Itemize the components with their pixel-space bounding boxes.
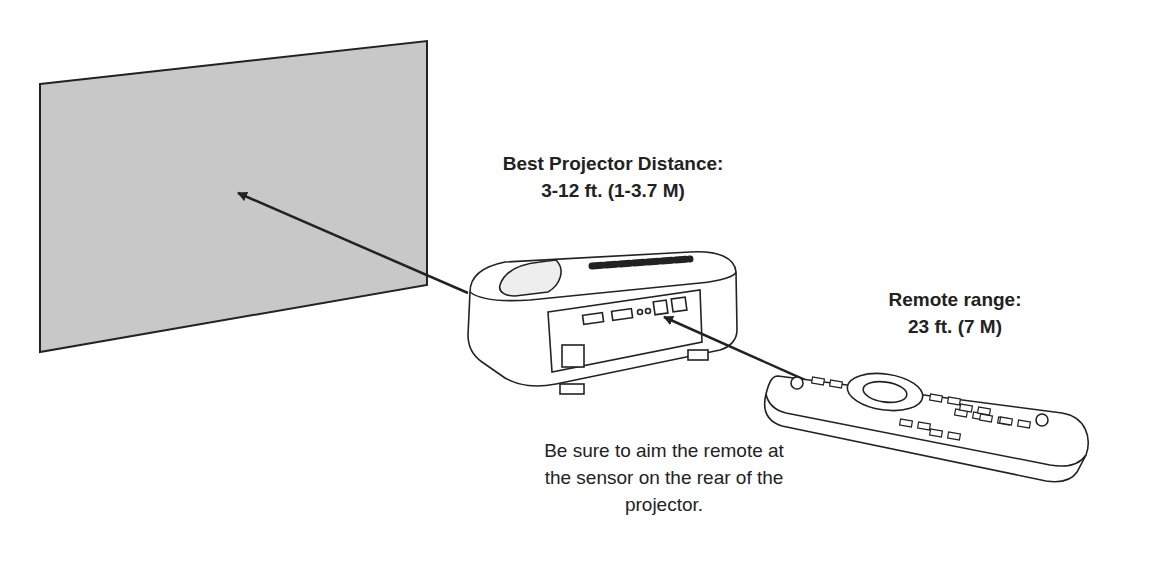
aim-note: Be sure to aim the remote at the sensor … xyxy=(533,437,795,518)
remote-button xyxy=(1000,417,1013,425)
remote-button xyxy=(1018,420,1031,428)
range-heading: Remote range: xyxy=(888,289,1021,311)
remote-button xyxy=(930,394,943,402)
remote-button xyxy=(812,377,825,385)
remote-button xyxy=(960,404,973,412)
remote-button xyxy=(930,429,943,437)
remote-button xyxy=(948,432,961,440)
remote-button xyxy=(900,419,913,427)
remote-buttons xyxy=(812,377,1031,440)
distance-value: 3-12 ft. (1-3.7 M) xyxy=(541,180,685,202)
remote-control xyxy=(765,369,1089,482)
remote-button xyxy=(978,407,991,415)
projection-screen xyxy=(40,41,427,352)
beam-arrow xyxy=(238,193,468,293)
remote-button xyxy=(918,422,931,430)
range-value: 23 ft. (7 M) xyxy=(908,316,1002,338)
projector xyxy=(468,252,737,394)
remote-button xyxy=(980,414,993,422)
remote-button xyxy=(830,380,843,388)
remote-button xyxy=(948,397,961,405)
distance-heading: Best Projector Distance: xyxy=(503,153,724,175)
